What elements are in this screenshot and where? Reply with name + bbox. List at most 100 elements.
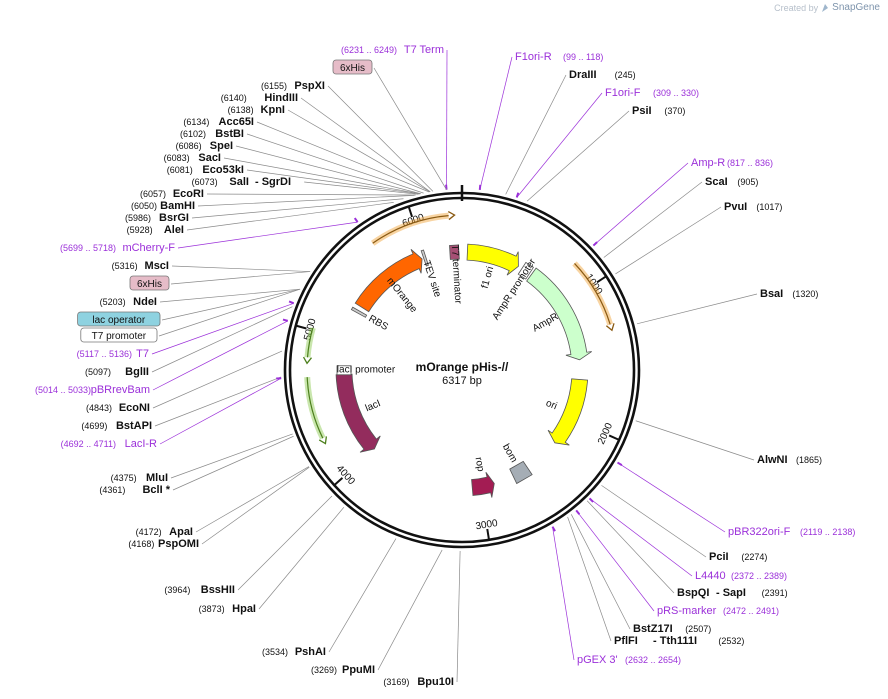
site-position: (1865) bbox=[796, 455, 822, 465]
tick-mark bbox=[334, 477, 344, 486]
left-label-5[interactable]: Acc65I(6134) bbox=[183, 116, 254, 128]
left-label-32[interactable]: HpaI(3873) bbox=[199, 603, 256, 615]
primer-arc bbox=[306, 327, 314, 358]
right-label-15[interactable]: PflFI- Tth111I(2532) bbox=[614, 635, 744, 647]
right-label-5[interactable]: ScaI(905) bbox=[705, 176, 758, 188]
primer-arrowhead bbox=[302, 356, 313, 365]
left-label-21[interactable]: T7(5117 .. 5136) bbox=[77, 348, 149, 360]
right-label-0[interactable]: F1ori-R(99 .. 118) bbox=[515, 51, 603, 63]
leader-line bbox=[201, 466, 310, 545]
site-name: KpnI bbox=[261, 104, 285, 116]
site-name: pBR322ori-F bbox=[728, 526, 791, 538]
left-label-19[interactable]: lac operator bbox=[77, 311, 161, 327]
site-position: (309 .. 330) bbox=[653, 88, 699, 98]
leader-line bbox=[636, 293, 758, 325]
left-label-9[interactable]: Eco53kI(6081) bbox=[167, 164, 244, 176]
leader-line bbox=[516, 92, 603, 198]
site-position: (6073) bbox=[192, 177, 218, 187]
site-position: (2472 .. 2491) bbox=[723, 606, 779, 616]
right-label-6[interactable]: PvuI(1017) bbox=[724, 201, 782, 213]
left-label-2[interactable]: PspXI(6155) bbox=[261, 80, 325, 92]
leader-line bbox=[235, 145, 421, 195]
left-label-3[interactable]: HindIII(6140) bbox=[221, 92, 298, 104]
left-label-18[interactable]: NdeI(5203) bbox=[100, 296, 157, 308]
right-label-16[interactable]: pGEX 3'(2632 .. 2654) bbox=[577, 654, 681, 666]
left-label-25[interactable]: BstAPI(4699) bbox=[81, 420, 152, 432]
leader-line bbox=[170, 271, 311, 285]
left-label-12[interactable]: BamHI(6050) bbox=[131, 200, 195, 212]
left-label-34[interactable]: PpuMI(3269) bbox=[311, 664, 375, 676]
site-position: (4361) bbox=[99, 485, 125, 495]
leader-line bbox=[177, 221, 358, 249]
right-label-2[interactable]: F1ori-F(309 .. 330) bbox=[605, 87, 699, 99]
left-label-26[interactable]: LacI-R(4692 .. 4711) bbox=[61, 438, 157, 450]
left-label-28[interactable]: BclI *(4361) bbox=[99, 484, 170, 496]
leader-line bbox=[327, 85, 434, 192]
leader-line bbox=[304, 181, 419, 195]
left-label-11[interactable]: EcoRI(6057) bbox=[140, 188, 204, 200]
site-position: (6081) bbox=[167, 165, 193, 175]
left-label-20[interactable]: T7 promoter bbox=[80, 327, 158, 343]
right-label-14[interactable]: BstZ17I(2507) bbox=[633, 623, 711, 635]
right-label-8[interactable]: AlwNI(1865) bbox=[757, 454, 822, 466]
leader-line bbox=[152, 320, 288, 391]
left-label-29[interactable]: ApaI(4172) bbox=[136, 526, 193, 538]
tick-mark bbox=[408, 207, 414, 218]
leader-line bbox=[526, 110, 630, 202]
leader-line bbox=[601, 485, 707, 558]
site-name: PpuMI bbox=[342, 664, 375, 676]
site-name: Acc65I bbox=[219, 116, 254, 128]
left-label-7[interactable]: SpeI(6086) bbox=[176, 140, 233, 152]
right-label-3[interactable]: PsiI(370) bbox=[632, 105, 685, 117]
site-position: (245) bbox=[615, 70, 636, 80]
left-label-6[interactable]: BstBI(6102) bbox=[180, 128, 244, 140]
left-label-17[interactable]: 6xHis bbox=[129, 275, 170, 291]
right-label-4[interactable]: Amp-R(817 .. 836) bbox=[691, 157, 773, 169]
tick-mark bbox=[596, 276, 606, 284]
site-labels[interactable]: T7 Term(6231 .. 6249)6xHisPspXI(6155)Hin… bbox=[35, 44, 855, 688]
site-position: (3964) bbox=[164, 585, 190, 595]
left-label-15[interactable]: mCherry-F(5699 .. 5718) bbox=[60, 242, 175, 254]
site-position: (4375) bbox=[111, 473, 137, 483]
left-label-23[interactable]: pBRrevBam(5014 .. 5033) bbox=[35, 384, 150, 396]
left-label-22[interactable]: BglII(5097) bbox=[85, 366, 149, 378]
primer-arcs bbox=[302, 211, 615, 445]
left-label-33[interactable]: PshAI(3534) bbox=[262, 646, 326, 658]
left-label-27[interactable]: MluI(4375) bbox=[111, 472, 168, 484]
left-label-10[interactable]: SalI(6073)- SgrDI bbox=[192, 176, 291, 188]
left-label-1[interactable]: 6xHis bbox=[332, 59, 373, 75]
site-position: (6083) bbox=[164, 153, 190, 163]
left-label-16[interactable]: MscI(5316) bbox=[112, 260, 169, 272]
leader-line bbox=[151, 303, 294, 355]
left-label-14[interactable]: AleI(5928) bbox=[127, 224, 184, 236]
primer-arc bbox=[574, 262, 611, 325]
tick-mark bbox=[608, 434, 619, 441]
right-label-9[interactable]: pBR322ori-F(2119 .. 2138) bbox=[728, 526, 855, 538]
right-label-10[interactable]: PciI(2274) bbox=[709, 551, 767, 563]
right-label-7[interactable]: BsaI(1320) bbox=[760, 288, 818, 300]
left-label-31[interactable]: BssHII(3964) bbox=[164, 584, 235, 596]
site-name: BstBI bbox=[215, 128, 244, 140]
site-position: (5014 .. 5033) bbox=[35, 385, 91, 395]
feature-rop bbox=[471, 472, 495, 498]
left-label-13[interactable]: BsrGI(5986) bbox=[125, 212, 189, 224]
left-label-4[interactable]: KpnI(6138) bbox=[228, 104, 285, 116]
left-label-35[interactable]: Bpu10I(3169) bbox=[383, 676, 454, 688]
left-label-24[interactable]: EcoNI(4843) bbox=[86, 402, 150, 414]
feature-laci-promoter bbox=[336, 365, 352, 376]
primer-site-mark bbox=[617, 461, 623, 466]
right-label-12[interactable]: BspQI- SapI(2391) bbox=[677, 587, 788, 599]
right-label-13[interactable]: pRS-marker(2472 .. 2491) bbox=[657, 605, 779, 617]
tick-label: 4000 bbox=[334, 463, 357, 487]
site-name-2: - Tth111I bbox=[653, 635, 697, 647]
tick-mark bbox=[296, 324, 307, 330]
primer-site-mark bbox=[588, 497, 594, 503]
feature-tag-box bbox=[129, 275, 170, 291]
right-label-1[interactable]: DraIII(245) bbox=[569, 69, 636, 81]
left-label-30[interactable]: PspOMI(4168) bbox=[128, 538, 199, 550]
left-label-0[interactable]: T7 Term(6231 .. 6249) bbox=[341, 44, 444, 56]
leader-line bbox=[589, 498, 693, 577]
right-label-11[interactable]: L4440(2372 .. 2389) bbox=[695, 570, 787, 582]
left-label-8[interactable]: SacI(6083) bbox=[164, 152, 221, 164]
feature-tag-text: lac operator bbox=[92, 315, 145, 326]
